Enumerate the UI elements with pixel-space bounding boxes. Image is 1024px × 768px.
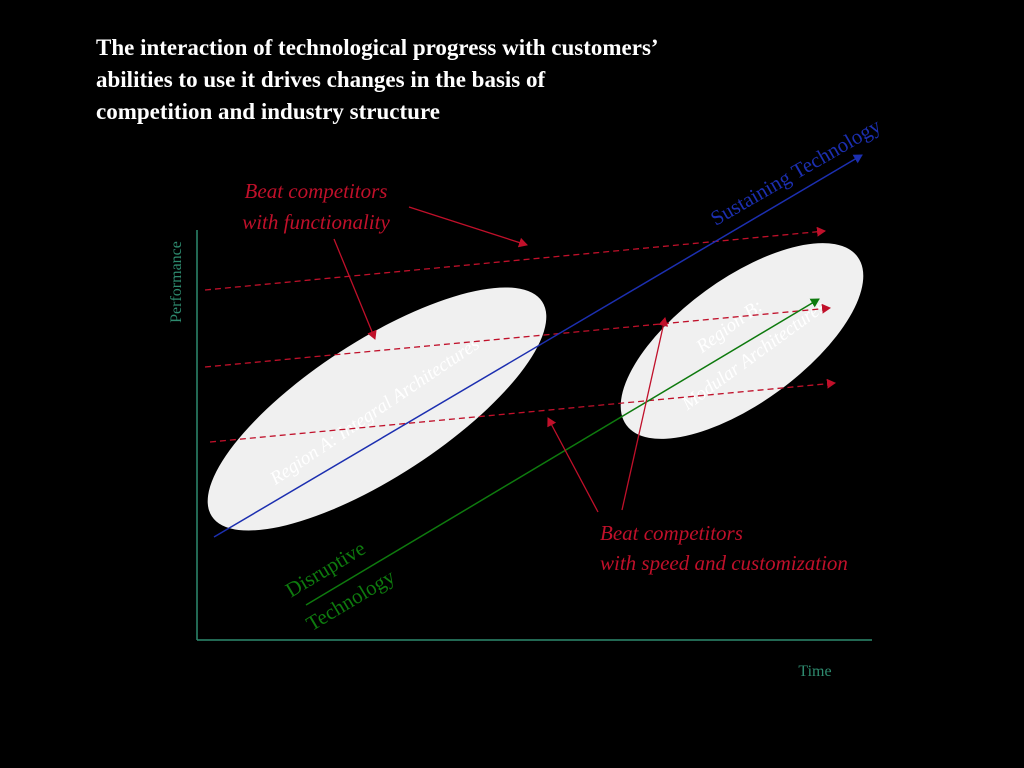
- speed-annotation-line-1: Beat competitors: [600, 521, 743, 545]
- speed-arrow-right: [621, 317, 669, 511]
- functionality-annotation-line-1: Beat competitors: [245, 179, 388, 203]
- region-a-ellipse: [207, 287, 547, 531]
- sustaining-technology-line: [213, 154, 863, 538]
- performance-trajectory-lower: [209, 378, 836, 443]
- sustaining-technology-label: Sustaining Technology: [706, 113, 885, 230]
- title-line-2: abilities to use it drives changes in th…: [96, 67, 546, 92]
- functionality-arrow-lower: [333, 238, 377, 340]
- x-axis-label: Time: [798, 663, 831, 680]
- functionality-annotation-line-2: with functionality: [242, 210, 390, 234]
- functionality-arrow-upper: [408, 206, 528, 248]
- region-b-ellipse: [620, 243, 864, 439]
- speed-arrow-left: [547, 417, 599, 513]
- title-line-3: competition and industry structure: [96, 99, 440, 124]
- slide-title: The interaction of technological progres…: [96, 32, 856, 128]
- performance-trajectory-upper: [204, 226, 826, 291]
- performance-trajectory-middle: [204, 303, 831, 368]
- speed-annotation-line-2: with speed and customization: [600, 551, 848, 575]
- y-axis-label: Performance: [168, 241, 185, 323]
- title-line-1: The interaction of technological progres…: [96, 35, 659, 60]
- disruptive-technology-line: [305, 298, 820, 606]
